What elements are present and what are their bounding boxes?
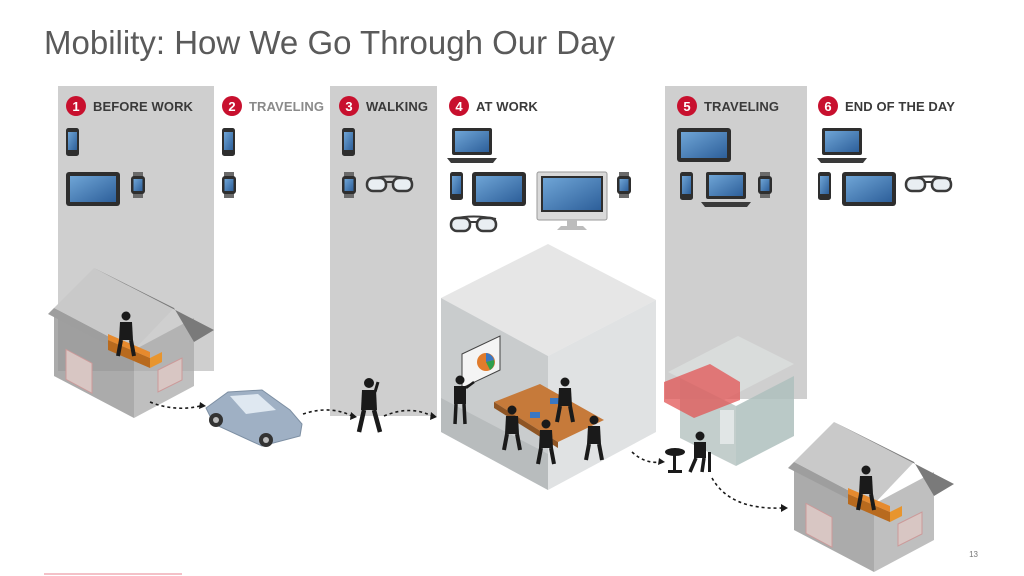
step-2-number: 2: [222, 96, 242, 116]
laptop-icon: [701, 172, 751, 207]
step-3-label: WALKING: [366, 98, 429, 114]
step-5-header: 5 TRAVELING: [677, 95, 779, 117]
path-arrow: [302, 409, 353, 417]
tablet-icon: [842, 172, 896, 206]
path-arrow: [383, 409, 433, 417]
step-5-label: TRAVELING: [704, 98, 780, 114]
cafe-illustration: [664, 336, 794, 466]
step-3-header: 3 WALKING: [339, 95, 428, 117]
step-6-number: 6: [818, 96, 838, 116]
smart-glasses-icon: [365, 175, 414, 193]
phone-icon: [342, 128, 355, 156]
footer-accent-line: [44, 573, 182, 575]
step-1-header: 1 BEFORE WORK: [66, 95, 193, 117]
smart-glasses-icon: [449, 215, 498, 233]
step-2-label: TRAVELING: [249, 98, 325, 114]
phone-icon: [222, 128, 235, 156]
step-4-header: 4 AT WORK: [449, 95, 538, 117]
step-1-number: 1: [66, 96, 86, 116]
path-arrow: [631, 451, 661, 464]
smartwatch-icon: [342, 172, 356, 198]
home-evening-illustration: [787, 421, 955, 573]
office-meeting-illustration: [441, 244, 656, 490]
step-1-label: BEFORE WORK: [93, 98, 194, 114]
phone-icon: [66, 128, 79, 156]
step-2-header: 2 TRAVELING: [222, 95, 324, 117]
cafe-person-illustration: [665, 431, 711, 473]
phone-icon: [450, 172, 463, 200]
tablet-icon: [472, 172, 526, 206]
phone-icon: [680, 172, 693, 200]
home-morning-illustration: [47, 267, 215, 419]
car-illustration: [205, 389, 303, 447]
walking-person-illustration: [356, 378, 383, 433]
step-5-number: 5: [677, 96, 697, 116]
smartwatch-icon: [758, 172, 772, 198]
smartwatch-icon: [617, 172, 631, 198]
laptop-icon: [447, 128, 497, 163]
step-3-number: 3: [339, 96, 359, 116]
tablet-icon: [66, 172, 120, 206]
slide-title: Mobility: How We Go Through Our Day: [44, 24, 615, 61]
tablet-icon: [677, 128, 731, 162]
path-arrow: [149, 401, 201, 410]
smartwatch-icon: [131, 172, 145, 198]
path-arrow: [711, 477, 783, 509]
step-4-label: AT WORK: [476, 98, 538, 114]
page-number: 13: [969, 550, 978, 559]
smartwatch-icon: [222, 172, 236, 198]
desktop-monitor-icon: [536, 171, 608, 231]
phone-icon: [818, 172, 831, 200]
step-6-label: END OF THE DAY: [845, 98, 955, 114]
laptop-icon: [817, 128, 867, 163]
step-4-number: 4: [449, 96, 469, 116]
smart-glasses-icon: [904, 175, 953, 193]
step-6-header: 6 END OF THE DAY: [818, 95, 955, 117]
